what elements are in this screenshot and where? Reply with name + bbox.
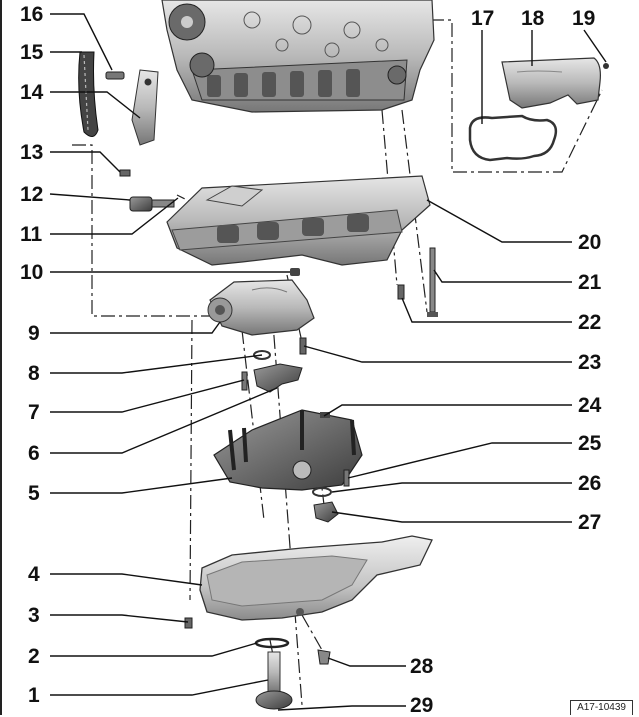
callout-29: 29: [410, 694, 434, 717]
oil-pressure-sender: [119, 169, 175, 212]
callout-15: 15: [20, 41, 44, 64]
callout-4: 4: [28, 563, 40, 586]
long-bolt: [427, 247, 438, 317]
callout-22: 22: [578, 311, 602, 334]
oil-level-sensor: [313, 501, 339, 523]
tensioner-bolt: [105, 71, 125, 80]
callout-1: 1: [28, 684, 40, 707]
cover-gasket: [468, 114, 558, 162]
callout-2: 2: [28, 645, 40, 668]
callout-21: 21: [578, 271, 602, 294]
callout-26: 26: [578, 472, 602, 495]
callout-19: 19: [572, 7, 596, 30]
drain-plug-28: [317, 649, 331, 665]
cover-plate: [501, 57, 609, 109]
callout-14: 14: [20, 81, 44, 104]
seal-26: [312, 487, 332, 497]
callout-5: 5: [28, 482, 40, 505]
callout-9: 9: [28, 322, 40, 345]
callout-17: 17: [471, 7, 495, 30]
upper-oil-pan: [166, 175, 431, 266]
oil-pump: [207, 268, 315, 336]
callout-24: 24: [578, 394, 602, 417]
short-bolt-22: [397, 284, 405, 300]
callout-20: 20: [578, 231, 602, 254]
chain-tensioner: [131, 69, 159, 146]
callout-11: 11: [20, 223, 43, 246]
callout-23: 23: [578, 351, 602, 374]
figure-reference: A17-10439: [570, 700, 633, 715]
callout-7: 7: [28, 401, 40, 424]
callout-12: 12: [20, 183, 44, 206]
drain-bolt-3: [184, 617, 193, 629]
callout-10: 10: [20, 261, 44, 284]
oil-strainer: [255, 651, 293, 710]
o-ring-8: [253, 350, 271, 360]
engine-block: [161, 0, 435, 113]
lower-oil-pan: [199, 535, 433, 621]
pickup-bracket: [253, 363, 303, 393]
baffle-plate: [213, 409, 363, 491]
callout-25: 25: [578, 432, 602, 455]
gasket-2: [254, 637, 290, 649]
callout-6: 6: [28, 442, 40, 465]
callout-13: 13: [20, 141, 44, 164]
leader-lines: [49, 13, 607, 711]
callout-3: 3: [28, 604, 40, 627]
callout-18: 18: [521, 7, 545, 30]
callout-28: 28: [410, 655, 434, 678]
callout-27: 27: [578, 511, 602, 534]
callout-16: 16: [20, 3, 44, 26]
callout-8: 8: [28, 362, 40, 385]
timing-chain: [78, 51, 99, 137]
